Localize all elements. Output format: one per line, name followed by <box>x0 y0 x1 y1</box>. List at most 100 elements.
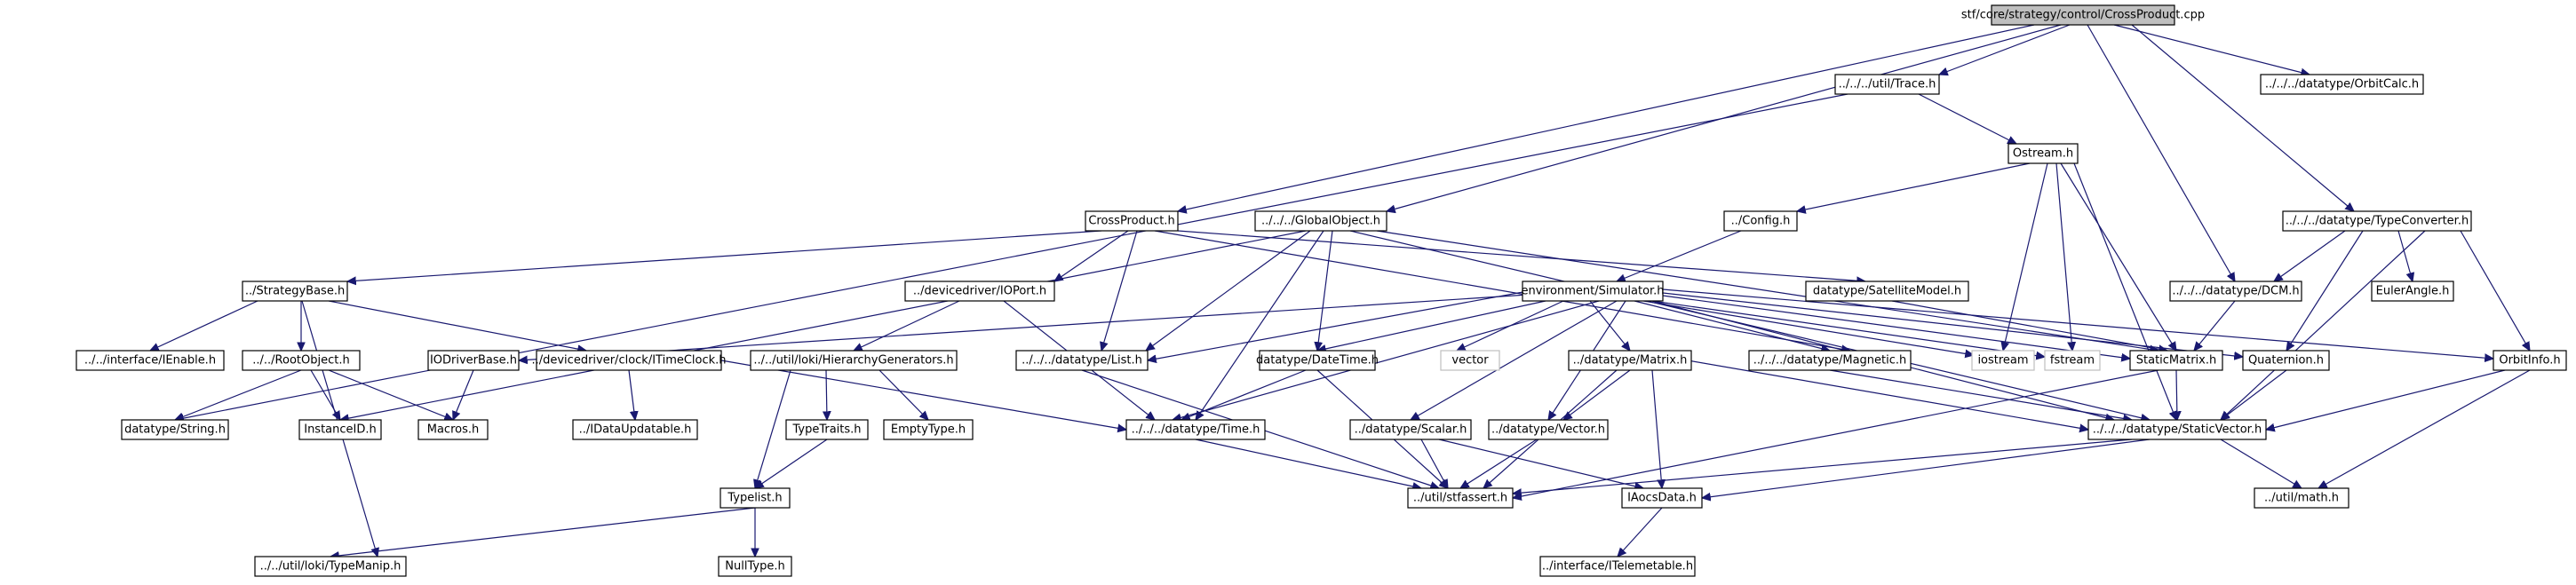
dependency-edge <box>1563 369 1631 420</box>
dependency-edges <box>150 24 2530 557</box>
dependency-edge <box>2131 24 2354 211</box>
dependency-edge <box>1376 230 2159 351</box>
node-label: ../../../GlobalObject.h <box>1261 215 1380 228</box>
node-trace-h[interactable]: ../../../util/Trace.h <box>1834 74 1940 95</box>
node-globalobject-h[interactable]: ../../../GlobalObject.h <box>1254 210 1387 232</box>
node-emptytype-h[interactable]: EmptyType.h <box>883 419 974 440</box>
node-list-h[interactable]: ../../../datatype/List.h <box>1015 350 1149 371</box>
dependency-edge <box>1420 439 1448 488</box>
node-math-h[interactable]: ../util/math.h <box>2254 487 2349 509</box>
dependency-edge <box>175 369 302 420</box>
dependency-edge <box>347 230 1102 281</box>
dependency-edge <box>720 360 1126 430</box>
dependency-edge <box>1918 93 2016 144</box>
node-instanceid-h[interactable]: InstanceID.h <box>298 419 382 440</box>
dependency-edge <box>519 294 1529 360</box>
node-itimeclock-h[interactable]: ../devicedriver/clock/ITimeClock.h <box>531 350 727 371</box>
dependency-edge <box>328 300 586 351</box>
dependency-edge <box>1513 439 2133 494</box>
node-matrix-h[interactable]: ../datatype/Matrix.h <box>1568 350 1692 371</box>
node-label: Quaternion.h <box>2248 354 2324 368</box>
dependency-edge <box>330 507 756 557</box>
dependency-edge <box>1195 439 1421 488</box>
node-crossproduct-h[interactable]: CrossProduct.h <box>1085 210 1179 232</box>
dependency-edge <box>453 369 474 420</box>
node-label: ../../interface/IEnable.h <box>84 354 216 368</box>
node-staticmatrix-h[interactable]: StaticMatrix.h <box>2129 350 2223 371</box>
node-root-crossproduct-cpp[interactable]: stf/core/strategy/control/CrossProduct.c… <box>1961 4 2205 26</box>
node-typetraits-h[interactable]: TypeTraits.h <box>785 419 869 440</box>
node-ioport-h[interactable]: ../devicedriver/IOPort.h <box>904 281 1055 302</box>
node-stfassert-h[interactable]: ../util/stfassert.h <box>1407 487 1514 509</box>
dependency-edge <box>175 93 1849 420</box>
node-label: ../../RootObject.h <box>252 354 349 368</box>
node-orbitcalc-h[interactable]: ../../../datatype/OrbitCalc.h <box>2260 74 2424 95</box>
node-label: ../devicedriver/clock/ITimeClock.h <box>531 354 726 368</box>
dependency-edge <box>1891 300 2167 351</box>
node-macros-h[interactable]: Macros.h <box>417 419 489 440</box>
node-hierarchygenerators-h[interactable]: ../../util/loki/HierarchyGenerators.h <box>750 350 958 371</box>
node-label: ../IDataUpdatable.h <box>579 423 692 437</box>
node-std-vector[interactable]: vector <box>1440 350 1500 371</box>
dependency-edge <box>2286 230 2364 351</box>
dependency-edge <box>2087 24 2235 281</box>
dependency-edge <box>2055 162 2072 351</box>
node-vector-h[interactable]: ../datatype/Vector.h <box>1488 419 1609 440</box>
node-ienable-h[interactable]: ../../interface/IEnable.h <box>76 350 225 371</box>
dependency-edge <box>1651 300 2045 357</box>
dependency-edge <box>1797 162 2031 211</box>
node-scalar-h[interactable]: ../datatype/Scalar.h <box>1349 419 1472 440</box>
node-itelemetable-h[interactable]: ../interface/ITelemetable.h <box>1539 556 1696 577</box>
dependency-edge <box>1349 230 2150 420</box>
dependency-edge <box>1642 300 1974 355</box>
dependency-edge <box>2003 162 2048 351</box>
node-staticvector-h[interactable]: ../../../datatype/StaticVector.h <box>2087 419 2267 440</box>
node-label: ../devicedriver/IOPort.h <box>913 285 1046 298</box>
node-rootobject-h[interactable]: ../../RootObject.h <box>242 350 361 371</box>
node-label: stf/core/strategy/control/CrossProduct.c… <box>1961 9 2205 22</box>
node-typelist-h[interactable]: Typelist.h <box>720 487 791 509</box>
node-time-h[interactable]: ../../../datatype/Time.h <box>1125 419 1266 440</box>
node-std-fstream[interactable]: fstream <box>2044 350 2101 371</box>
node-config-h[interactable]: ../Config.h <box>1723 210 1798 232</box>
node-label: ../../../datatype/TypeConverter.h <box>2286 215 2469 228</box>
node-label: StaticMatrix.h <box>2136 354 2216 368</box>
node-label: EmptyType.h <box>891 423 966 437</box>
node-nulltype-h[interactable]: NullType.h <box>718 556 792 577</box>
node-string-h[interactable]: datatype/String.h <box>121 419 229 440</box>
node-iodriverbase-h[interactable]: IODriverBase.h <box>427 350 520 371</box>
node-label: ../StrategyBase.h <box>245 285 345 298</box>
node-label: OrbitInfo.h <box>2499 354 2560 368</box>
dependency-edge <box>150 300 258 351</box>
node-label: ../datatype/Scalar.h <box>1355 423 1467 437</box>
dependency-edge <box>854 300 960 351</box>
node-eulerangle-h[interactable]: EulerAngle.h <box>2371 281 2454 302</box>
node-strategybase-h[interactable]: ../StrategyBase.h <box>242 281 348 302</box>
dependency-edge <box>1411 300 1618 420</box>
node-label: ../../../datatype/List.h <box>1022 354 1142 368</box>
node-label: IAocsData.h <box>1627 492 1697 505</box>
node-dcm-h[interactable]: ../../../datatype/DCM.h <box>2169 281 2302 302</box>
node-label: Ostream.h <box>2013 147 2073 161</box>
node-satellitemodel-h[interactable]: datatype/SatelliteModel.h <box>1805 281 1969 302</box>
node-typemanip-h[interactable]: ../../util/loki/TypeManip.h <box>254 556 407 577</box>
node-idataupdatable-h[interactable]: ../IDataUpdatable.h <box>572 419 698 440</box>
node-typeconverter-h[interactable]: ../../../datatype/TypeConverter.h <box>2282 210 2472 232</box>
node-quaternion-h[interactable]: Quaternion.h <box>2242 350 2330 371</box>
node-orbitinfo-h[interactable]: OrbitInfo.h <box>2493 350 2567 371</box>
node-iaocsdata-h[interactable]: IAocsData.h <box>1621 487 1703 509</box>
dependency-edge <box>879 369 928 420</box>
dependency-edge <box>2194 300 2236 351</box>
node-label: ../util/math.h <box>2264 492 2339 505</box>
node-magnetic-h[interactable]: ../../../datatype/Magnetic.h <box>1748 350 1912 371</box>
node-label: Typelist.h <box>727 492 782 505</box>
node-std-iostream[interactable]: iostream <box>1971 350 2035 371</box>
node-simulator-h[interactable]: environment/Simulator.h <box>1521 281 1665 302</box>
node-label: datatype/DateTime.h <box>1256 354 1379 368</box>
node-label: ../../../datatype/DCM.h <box>2172 285 2299 298</box>
dependency-edge <box>1054 230 1129 281</box>
node-datetime-h[interactable]: datatype/DateTime.h <box>1256 350 1379 371</box>
node-label: EulerAngle.h <box>2376 285 2450 298</box>
node-ostream-h[interactable]: Ostream.h <box>2008 143 2079 164</box>
dependency-edge <box>628 369 635 420</box>
